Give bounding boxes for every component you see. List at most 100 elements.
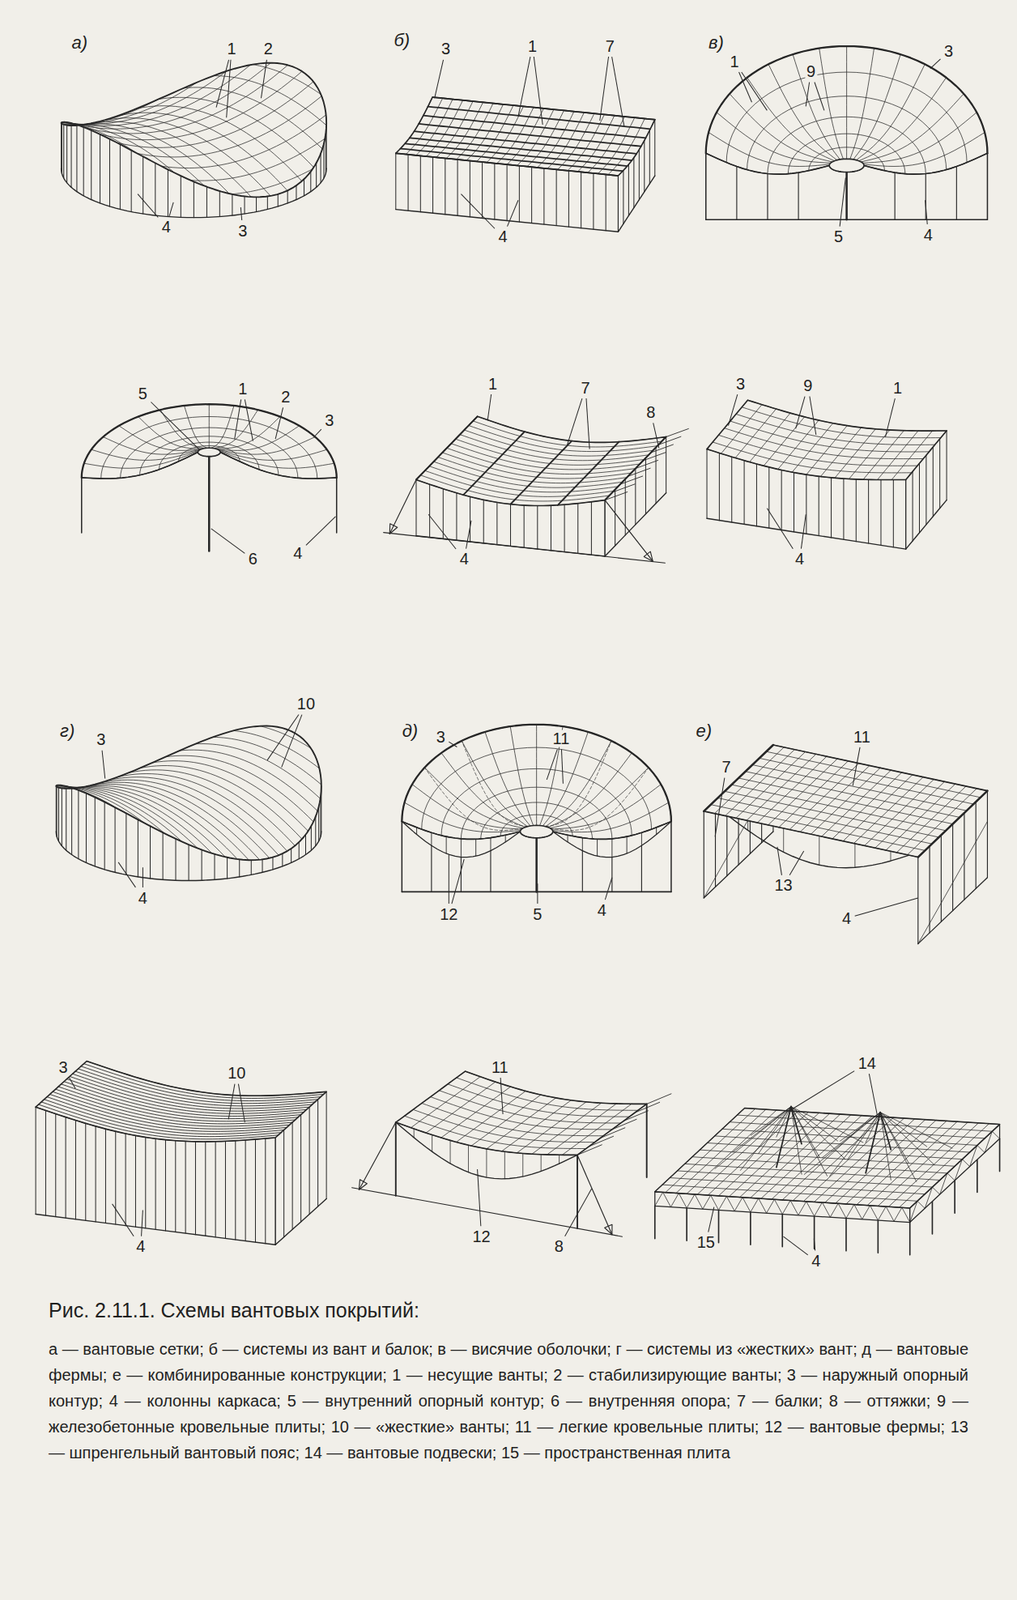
sketch-line bbox=[718, 1209, 720, 1243]
callout-number: 14 bbox=[856, 1054, 878, 1072]
sketch-line bbox=[195, 744, 321, 799]
sketch-line bbox=[635, 459, 659, 469]
sketch-line bbox=[654, 119, 656, 176]
leader-line bbox=[142, 867, 144, 888]
callout-number: 3 bbox=[94, 731, 107, 749]
leader-line bbox=[599, 56, 609, 121]
sketch-line bbox=[840, 1112, 881, 1141]
sketch-line bbox=[582, 838, 583, 852]
sketch-line bbox=[136, 106, 302, 181]
sketch-line bbox=[231, 169, 313, 195]
sketch-line bbox=[188, 844, 190, 881]
callout-number: 7 bbox=[719, 758, 732, 776]
sketch-line bbox=[399, 148, 623, 172]
leader-line bbox=[211, 528, 246, 554]
callout-number: 12 bbox=[470, 1227, 492, 1245]
sketch-line bbox=[213, 409, 259, 448]
leader-line bbox=[112, 1204, 135, 1237]
sketch-line bbox=[389, 479, 417, 534]
sketch-line bbox=[522, 1153, 524, 1178]
sketch-line bbox=[638, 149, 640, 200]
sketch-line bbox=[264, 1138, 266, 1244]
sketch-line bbox=[818, 476, 820, 536]
sketch-line bbox=[65, 1117, 67, 1219]
sketch-line bbox=[149, 825, 151, 879]
sketch-line bbox=[323, 143, 324, 179]
sketch-line bbox=[877, 1220, 880, 1253]
leader-line bbox=[813, 1238, 815, 1252]
sketch-line bbox=[206, 187, 208, 218]
sketch-line bbox=[464, 1071, 647, 1104]
leader-line bbox=[261, 59, 268, 98]
sketch-line bbox=[952, 824, 954, 911]
sketch-line bbox=[438, 1090, 621, 1124]
sketch-line bbox=[805, 474, 807, 534]
leader-line bbox=[805, 82, 809, 107]
sketch-line bbox=[666, 428, 690, 437]
sketch-line bbox=[655, 1191, 911, 1209]
sketch-line bbox=[412, 784, 522, 830]
sketch-line bbox=[712, 442, 912, 473]
sketch-line bbox=[64, 787, 213, 853]
callout-number: 4 bbox=[809, 1252, 822, 1270]
sketch-line bbox=[604, 500, 606, 557]
figure-letter: д) bbox=[400, 722, 421, 741]
sketch-line bbox=[706, 518, 907, 549]
sketch-line bbox=[859, 77, 947, 162]
sketch-line bbox=[953, 1180, 956, 1213]
sketch-line bbox=[791, 1106, 838, 1141]
sketch-line bbox=[395, 1122, 397, 1196]
sketch-line bbox=[197, 447, 221, 457]
leader-line bbox=[566, 398, 582, 446]
sketch-line bbox=[160, 409, 205, 448]
leader-line bbox=[118, 862, 136, 888]
sketch-line bbox=[580, 171, 582, 228]
sketch-line bbox=[201, 850, 203, 881]
sketch-line bbox=[767, 116, 926, 174]
sketch-line bbox=[905, 479, 907, 549]
sketch-line bbox=[504, 1151, 506, 1179]
sketch-line bbox=[85, 793, 87, 864]
sketch-line bbox=[35, 1213, 276, 1245]
sketch-line bbox=[829, 1112, 881, 1177]
sketch-line bbox=[919, 463, 920, 533]
sketch-line bbox=[395, 1071, 647, 1155]
sketch-line bbox=[918, 791, 988, 858]
sketch-line bbox=[724, 428, 924, 460]
sketch-line bbox=[706, 46, 988, 175]
sketch-line bbox=[604, 493, 667, 557]
sketch-line bbox=[633, 157, 635, 209]
sketch-line bbox=[976, 1159, 979, 1192]
callout-number: 8 bbox=[553, 1238, 566, 1256]
sketch-line bbox=[383, 532, 666, 564]
sketch-line bbox=[395, 153, 619, 176]
sketch-line bbox=[60, 123, 62, 169]
sketch-line bbox=[850, 48, 875, 160]
sketch-line bbox=[81, 404, 337, 479]
sketch-line bbox=[880, 1112, 935, 1166]
sketch-line bbox=[946, 430, 948, 501]
leader-line bbox=[102, 750, 106, 779]
sketch-line bbox=[58, 785, 60, 842]
callout-number: 4 bbox=[793, 550, 806, 568]
sketch-line bbox=[94, 797, 96, 867]
sketch-line bbox=[135, 1135, 137, 1227]
sketch-line bbox=[77, 790, 79, 860]
sketch-line bbox=[460, 787, 612, 839]
sketch-line bbox=[519, 165, 520, 222]
sketch-line bbox=[314, 817, 316, 847]
sketch-line bbox=[549, 767, 649, 829]
sketch-line bbox=[999, 1138, 1001, 1171]
key-item: 1 — несущие ванты; bbox=[391, 1365, 549, 1384]
sketch-line bbox=[95, 1126, 97, 1222]
sketch-line bbox=[611, 857, 613, 893]
sketch-line bbox=[460, 857, 462, 893]
sketch-line bbox=[617, 175, 655, 232]
callout-number: 5 bbox=[832, 228, 845, 246]
sketch-line bbox=[793, 472, 795, 532]
sketch-line bbox=[685, 1208, 688, 1241]
sketch-line bbox=[56, 785, 58, 837]
sketch-line bbox=[865, 1112, 881, 1143]
sketch-line bbox=[612, 484, 635, 493]
sketch-line bbox=[819, 48, 844, 160]
